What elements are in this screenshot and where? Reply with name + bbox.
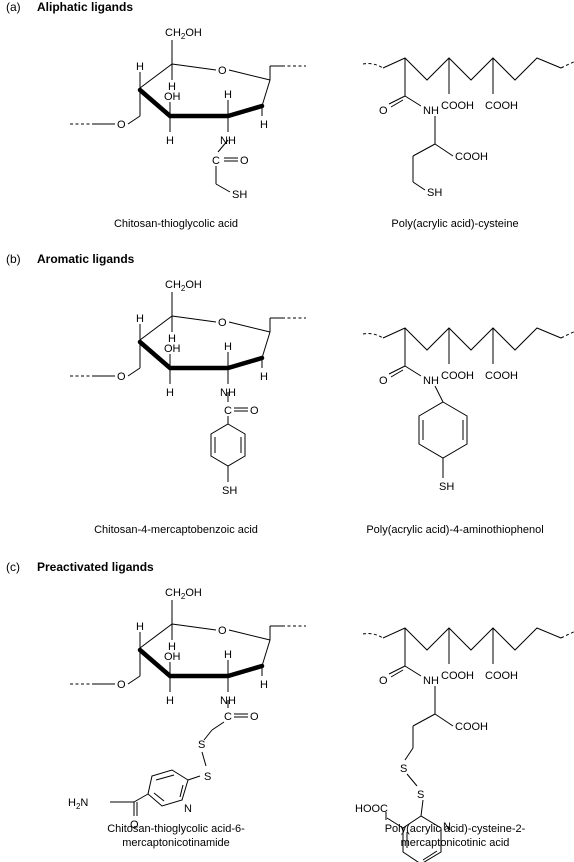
svg-text:COOH: COOH xyxy=(455,151,488,163)
section-c-title: Preactivated ligands xyxy=(37,560,154,574)
svg-text:C: C xyxy=(224,711,232,723)
section-b-letter: (b) xyxy=(6,252,21,266)
caption-c-left-line2: mercaptonicotinamide xyxy=(122,837,230,849)
svg-text:C: C xyxy=(212,155,220,167)
paa-cysteine-mercaptonicotinic-acid-structure: COOH S S N HOOC xyxy=(355,627,574,862)
svg-text:O: O xyxy=(250,405,259,417)
svg-text:SH: SH xyxy=(222,485,237,497)
section-c-letter: (c) xyxy=(6,560,20,574)
svg-text:SH: SH xyxy=(232,189,247,201)
svg-text:O: O xyxy=(130,819,139,831)
caption-a-left: Chitosan-thioglycolic acid xyxy=(114,218,238,230)
caption-b-right: Poly(acrylic acid)-4-aminothiophenol xyxy=(366,524,543,536)
chitosan-mercaptobenzoic-acid-structure: C O SH xyxy=(70,279,306,497)
svg-text:O: O xyxy=(250,711,259,723)
section-a-title: Aliphatic ligands xyxy=(37,0,133,14)
caption-c-right-line2: mercaptonicotinic acid xyxy=(401,837,510,849)
svg-text:H2N: H2N xyxy=(68,797,88,811)
caption-c-right-line1: Poly(acrylic acid)-cysteine-2- xyxy=(385,823,526,835)
svg-text:SH: SH xyxy=(439,481,454,493)
section-a-letter: (a) xyxy=(6,0,21,14)
svg-text:COOH: COOH xyxy=(455,721,488,733)
paa-aminothiophenol-structure: SH xyxy=(362,327,574,493)
svg-text:N: N xyxy=(184,803,192,815)
svg-text:S: S xyxy=(417,789,424,801)
chitosan-mercaptonicotinamide-structure: C O S S N O H2N xyxy=(68,587,306,831)
svg-text:SH: SH xyxy=(427,187,442,199)
paa-cysteine-structure: COOH SH xyxy=(362,57,574,199)
svg-text:S: S xyxy=(400,763,407,775)
caption-a-right: Poly(acrylic acid)-cysteine xyxy=(391,218,518,230)
svg-text:O: O xyxy=(240,155,249,167)
caption-b-left: Chitosan-4-mercaptobenzoic acid xyxy=(94,524,258,536)
svg-text:S: S xyxy=(198,739,205,751)
section-b-title: Aromatic ligands xyxy=(37,252,135,266)
svg-text:C: C xyxy=(224,405,232,417)
svg-text:S: S xyxy=(204,771,211,783)
svg-text:N: N xyxy=(443,821,451,833)
chitosan-thioglycolic-acid-structure: C O SH xyxy=(70,27,306,201)
svg-text:HOOC: HOOC xyxy=(355,803,388,815)
caption-c-left-line1: Chitosan-thioglycolic acid-6- xyxy=(107,823,245,835)
